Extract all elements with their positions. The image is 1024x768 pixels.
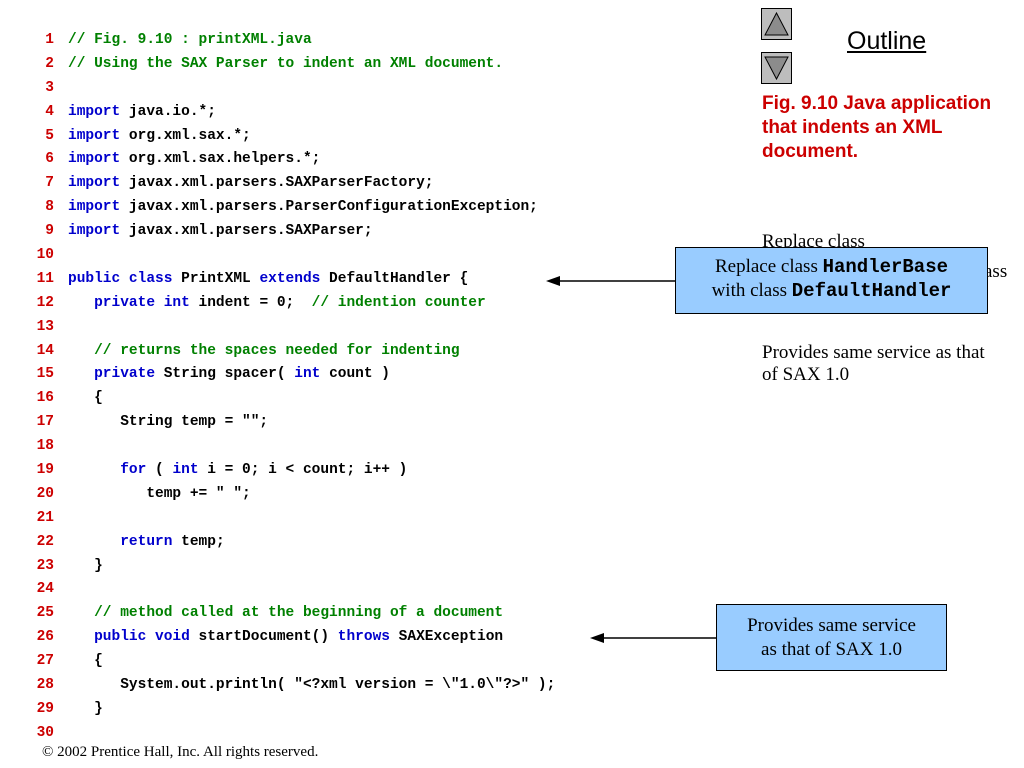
line-number: 8 (45, 199, 54, 216)
code-text: temp += " "; (68, 485, 251, 502)
line-number: 24 (36, 581, 54, 598)
code-text: for ( int i = 0; i < count; i++ ) (120, 462, 408, 479)
line-number: 13 (36, 318, 54, 335)
code-text: // Fig. 9.10 : printXML.java (68, 32, 312, 48)
code-text: } (68, 557, 103, 574)
line-number: 9 (45, 223, 54, 240)
triangle-up-icon (764, 11, 789, 36)
side-note-service: Provides same service as that of SAX 1.0 (762, 342, 985, 385)
line-number: 16 (36, 390, 54, 407)
line-number: 25 (36, 605, 54, 622)
line-number: 6 (45, 151, 54, 168)
line-number: 23 (36, 557, 54, 574)
code-text: import javax.xml.parsers.SAXParser; (68, 223, 373, 240)
line-number: 27 (36, 653, 54, 670)
line-number: 22 (36, 533, 54, 550)
code-text: // Using the SAX Parser to indent an XML… (68, 55, 504, 72)
outline-link[interactable]: Outline (847, 27, 927, 55)
code-text: return temp; (120, 533, 225, 550)
line-number: 17 (36, 414, 54, 431)
code-text: import java.io.*; (68, 103, 216, 120)
line-number: 12 (36, 294, 54, 311)
side-note-replace-fragment: Replace class (762, 231, 865, 252)
line-number: 21 (36, 509, 54, 526)
code-text: { (68, 390, 103, 407)
code-text: System.out.println( "<?xml version = \"1… (68, 677, 556, 694)
previous-slide-button[interactable] (761, 8, 792, 40)
line-number: 30 (36, 724, 54, 741)
code-text: import org.xml.sax.helpers.*; (68, 151, 321, 168)
arrowhead-icon (590, 633, 604, 643)
side-note-replace-fragment: ass (984, 261, 1008, 282)
line-number: 18 (36, 438, 54, 455)
copyright-footer: © 2002 Prentice Hall, Inc. All rights re… (42, 744, 319, 760)
code-text: private int indent = 0; // indention cou… (94, 294, 486, 311)
line-number: 14 (36, 342, 54, 359)
callout-same-service: Provides same service as that of SAX 1.0 (716, 604, 947, 671)
code-text: import org.xml.sax.*; (68, 127, 251, 144)
line-number: 10 (36, 247, 54, 264)
line-number: 2 (45, 55, 54, 72)
next-slide-button[interactable] (761, 52, 792, 84)
line-number: 29 (36, 700, 54, 717)
code-text: // method called at the beginning of a d… (94, 605, 504, 622)
code-text: { (68, 653, 103, 670)
line-number: 20 (36, 485, 54, 502)
line-number: 26 (36, 629, 54, 646)
line-number: 28 (36, 677, 54, 694)
callout-replace-class: Replace class HandlerBase with class Def… (675, 247, 988, 314)
line-number: 4 (45, 103, 54, 120)
line-number: 7 (45, 175, 54, 192)
figure-caption: Fig. 9.10 Java application that indents … (762, 93, 992, 162)
line-number: 15 (36, 366, 54, 383)
code-text: import javax.xml.parsers.ParserConfigura… (68, 199, 538, 216)
line-number: 5 (45, 127, 54, 144)
line-number: 19 (36, 462, 54, 479)
code-text: // returns the spaces needed for indenti… (94, 342, 460, 359)
code-text: public class PrintXML extends DefaultHan… (68, 270, 469, 287)
triangle-down-icon (764, 56, 789, 81)
line-number: 1 (45, 32, 54, 48)
arrowhead-icon (546, 276, 560, 286)
line-number: 11 (36, 270, 54, 287)
code-text: } (68, 700, 103, 717)
code-text: String temp = ""; (68, 414, 269, 431)
code-text: private String spacer( int count ) (94, 366, 390, 383)
code-text: import javax.xml.parsers.SAXParserFactor… (68, 175, 434, 192)
line-number: 3 (45, 79, 54, 96)
code-text: public void startDocument() throws SAXEx… (94, 629, 504, 646)
